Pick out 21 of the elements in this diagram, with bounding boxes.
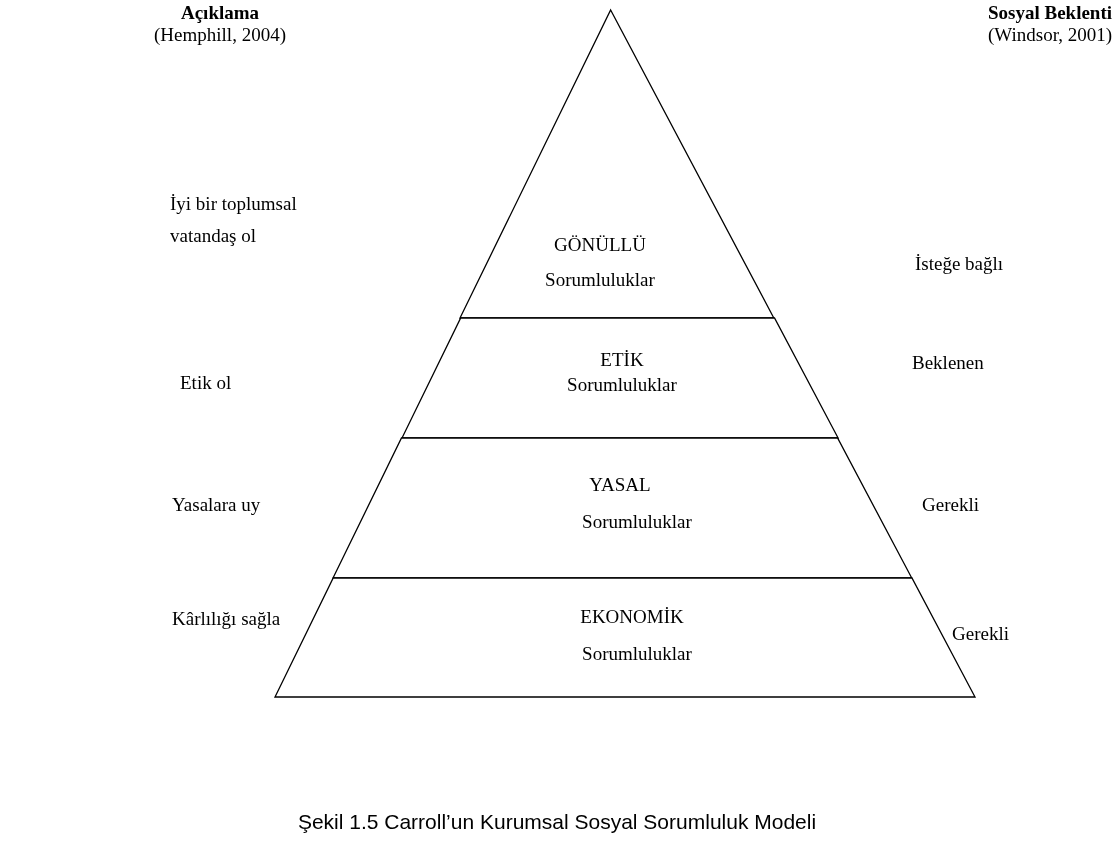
expectation-text: İsteğe bağlı [915,253,1004,275]
description-text: İyi bir toplumsal vatandaş ol [170,192,298,248]
level-subtitle: Sorumluluklar [582,511,692,533]
expectation-text: Gerekli [952,623,1009,645]
level-title: EKONOMİK [580,606,684,628]
level-title: YASAL [589,474,651,496]
level-title: GÖNÜLLÜ [554,234,646,256]
description-text: Kârlılığı sağla [172,608,281,630]
column-heading: Sosyal Beklenti [987,2,1113,24]
level-subtitle: Sorumluluklar [567,374,677,396]
column-heading: Açıklama [180,2,260,24]
level-subtitle: Sorumluluklar [545,269,655,291]
citation: (Windsor, 2001) [987,24,1113,46]
expectation-text: Gerekli [922,494,979,516]
expectation-text: Beklenen [912,352,984,374]
level-subtitle: Sorumluluklar [582,643,692,665]
citation: (Hemphill, 2004) [154,24,286,46]
level-title: ETİK [600,349,644,371]
description-text: Etik ol [180,372,232,394]
description-text: Yasalara uy [172,494,261,516]
figure-caption: Şekil 1.5 Carroll’un Kurumsal Sosyal Sorumluluk Modeli [297,810,817,834]
